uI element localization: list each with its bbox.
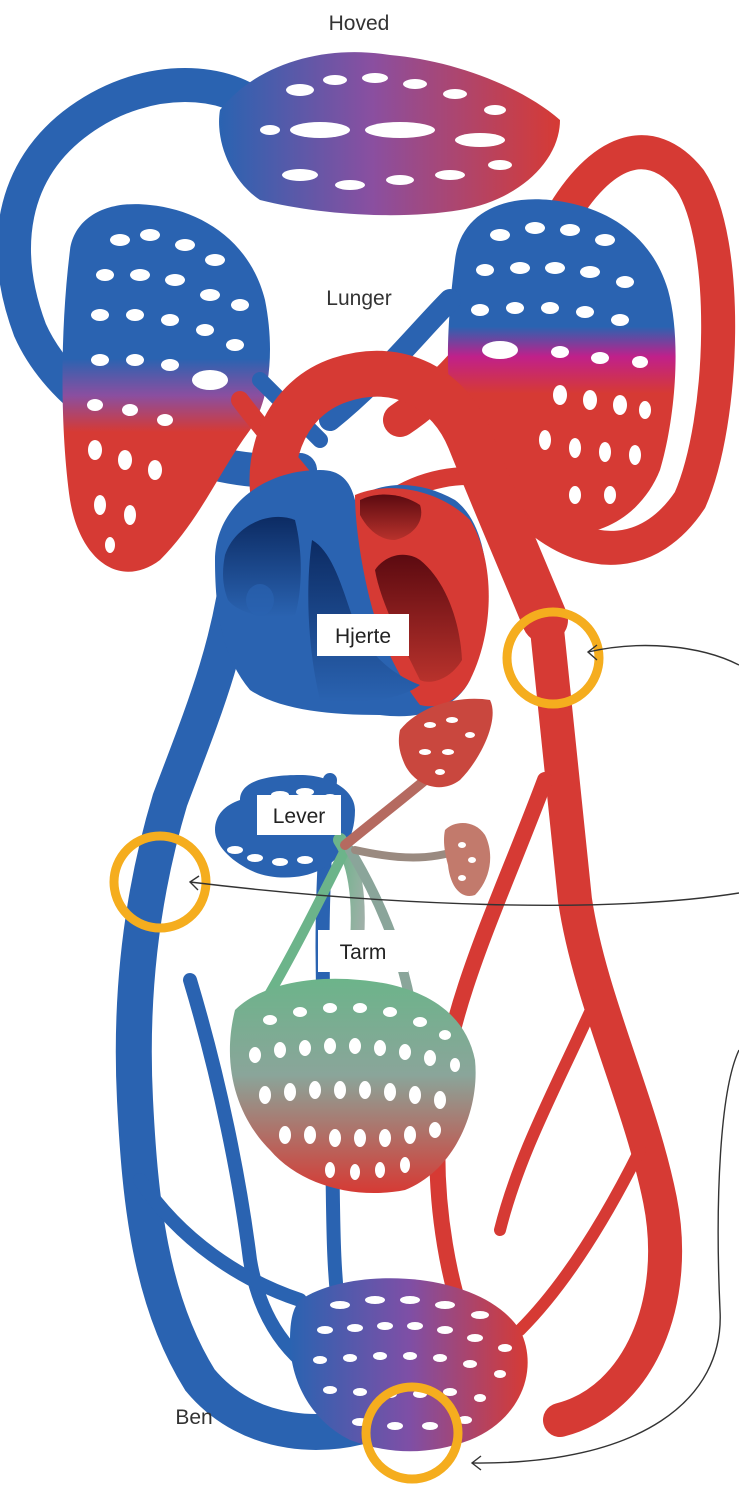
spleen-capillary-bed	[399, 699, 493, 896]
label-liver: Lever	[273, 805, 326, 828]
heart	[215, 470, 489, 716]
label-heart: Hjerte	[335, 625, 391, 648]
arrow-to-aorta	[588, 646, 739, 665]
label-intestine: Tarm	[340, 941, 387, 964]
label-lungs: Lunger	[326, 287, 391, 310]
label-head: Hoved	[329, 12, 390, 35]
label-legs: Ben	[175, 1406, 212, 1429]
label-box-liver: Lever	[257, 795, 341, 835]
descending-aorta	[545, 610, 665, 1420]
leg-artery-branch-2	[520, 1150, 640, 1330]
head-capillary-bed	[219, 52, 560, 215]
label-box-intestine: Tarm	[318, 930, 408, 972]
leg-artery-branch	[500, 990, 600, 1230]
label-box-heart: Hjerte	[317, 614, 409, 656]
intestine-capillary-bed	[230, 979, 476, 1193]
